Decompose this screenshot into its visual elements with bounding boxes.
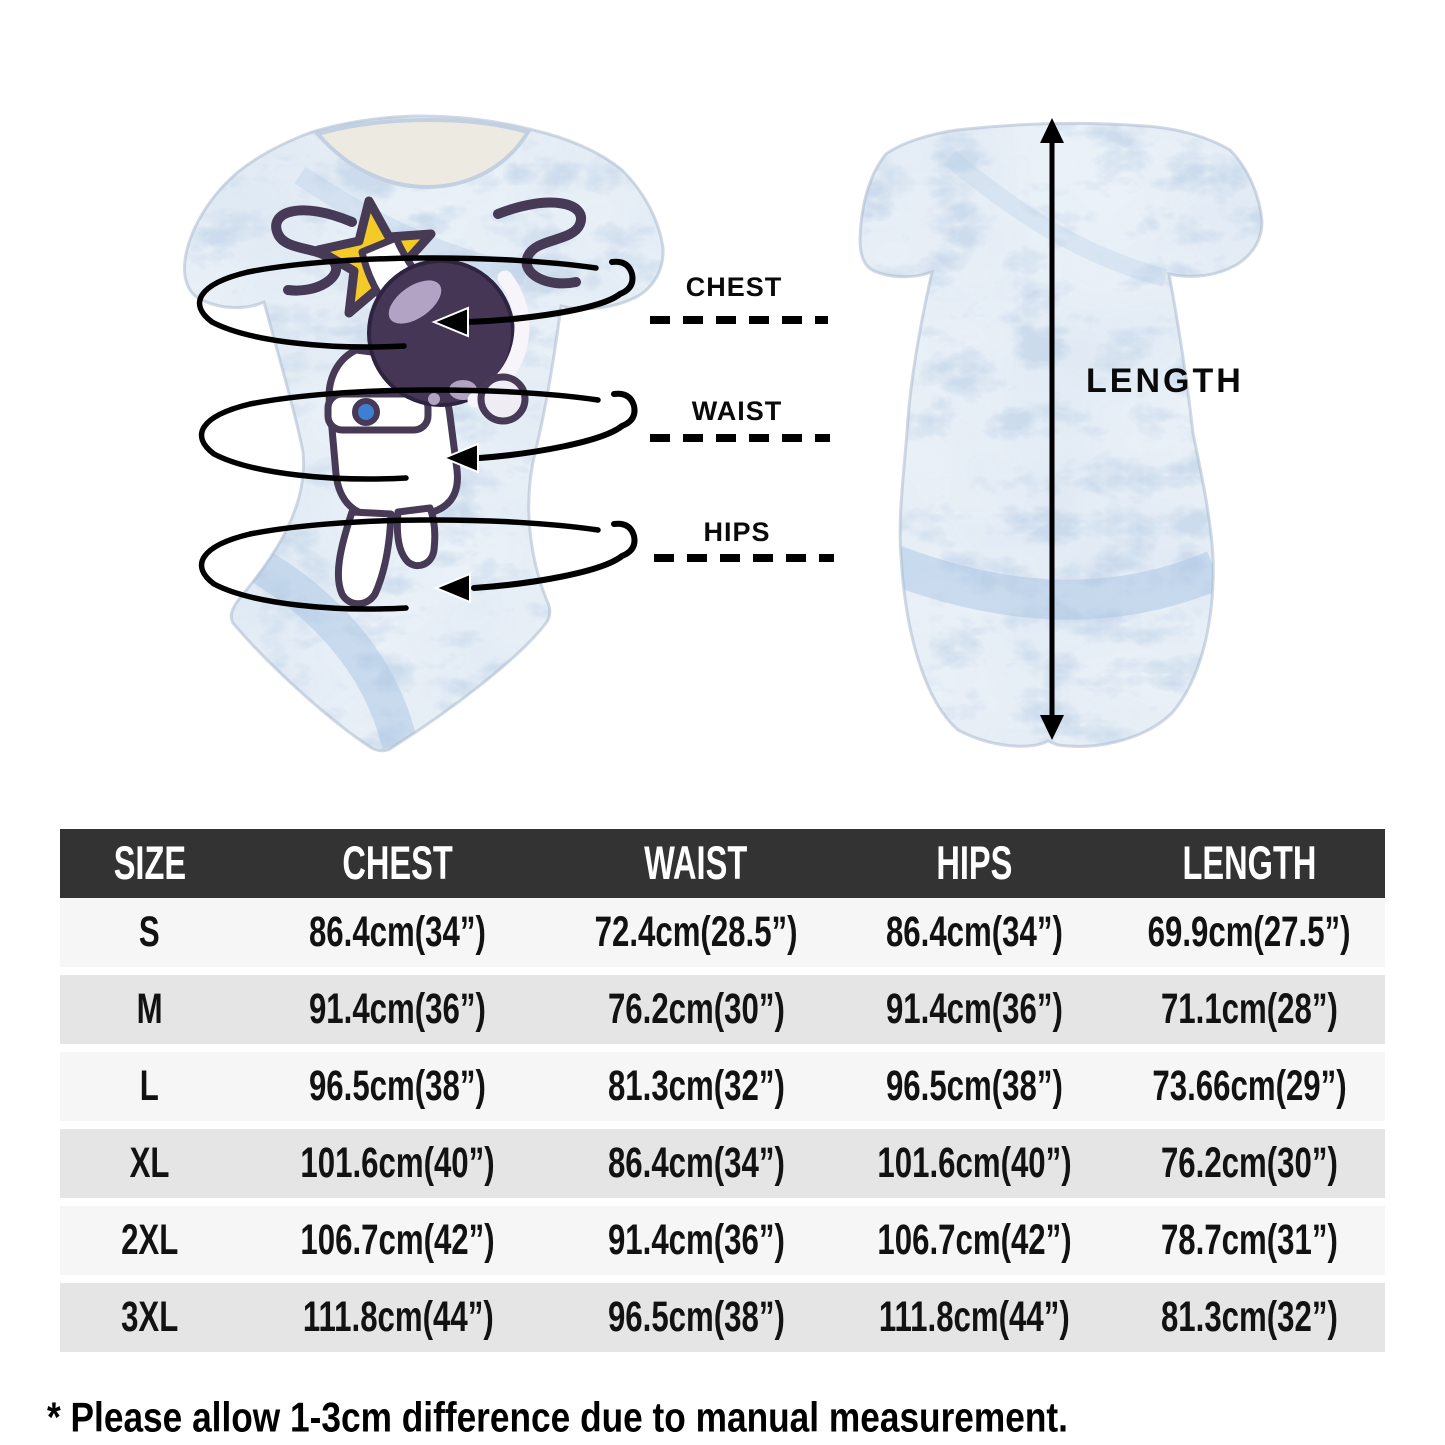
table-row-m: M 91.4cm(36”) 76.2cm(30”) 91.4cm(36”) 71… (60, 975, 1385, 1044)
cell-hips: 96.5cm(38”) (885, 1062, 1063, 1110)
measurement-footnote: * Please allow 1-3cm difference due to m… (47, 1394, 1234, 1441)
waist-arrow-curve (477, 390, 638, 461)
hips-arrow-curve (471, 520, 638, 591)
cell-chest: 101.6cm(40”) (300, 1139, 495, 1187)
table-row-l: L 96.5cm(38”) 81.3cm(32”) 96.5cm(38”) 73… (60, 1052, 1385, 1121)
cell-length: 76.2cm(30”) (1160, 1139, 1338, 1187)
hips-arrowhead-icon (433, 572, 471, 604)
cell-waist: 81.3cm(32”) (607, 1062, 785, 1110)
chest-arrow-curve (465, 258, 636, 325)
cell-waist: 96.5cm(38”) (607, 1293, 785, 1341)
cell-length: 81.3cm(32”) (1160, 1293, 1338, 1341)
header-size: SIZE (113, 836, 186, 890)
header-hips: HIPS (936, 836, 1013, 890)
waist-arrowhead-icon (441, 442, 479, 474)
length-arrowhead-top-icon (1040, 118, 1064, 143)
cell-length: 73.66cm(29”) (1152, 1062, 1347, 1110)
length-arrowhead-bottom-icon (1040, 715, 1064, 740)
waist-label: WAIST (692, 396, 783, 426)
cell-hips: 111.8cm(44”) (878, 1293, 1070, 1341)
cell-size: 2XL (120, 1216, 179, 1264)
header-length: LENGTH (1182, 836, 1317, 890)
cell-size: S (139, 908, 160, 956)
helmet-highlight (388, 280, 442, 324)
chest-loop-arc (196, 255, 599, 350)
cell-size: XL (129, 1139, 170, 1187)
helmet-earpiece (477, 373, 529, 425)
table-row-s: S 86.4cm(34”) 72.4cm(28.5”) 86.4cm(34”) … (60, 898, 1385, 967)
cell-chest: 96.5cm(38”) (309, 1062, 487, 1110)
cell-waist: 72.4cm(28.5”) (594, 908, 798, 956)
left-squiggle (271, 205, 357, 296)
table-row-2xl: 2XL 106.7cm(42”) 91.4cm(36”) 106.7cm(42”… (60, 1206, 1385, 1275)
cell-length: 71.1cm(28”) (1160, 985, 1338, 1033)
chest-measure-group: CHEST (196, 255, 828, 350)
cell-size: M (136, 985, 163, 1033)
length-label: LENGTH (1086, 362, 1244, 400)
cell-chest: 91.4cm(36”) (309, 985, 487, 1033)
chest-arrowhead-icon (431, 306, 469, 338)
cell-chest: 111.8cm(44”) (302, 1293, 494, 1341)
footnote-text: * Please allow 1-3cm difference due to m… (47, 1393, 1068, 1441)
astronaut-graphic (271, 196, 586, 608)
cell-length: 69.9cm(27.5”) (1147, 908, 1351, 956)
cell-hips: 86.4cm(34”) (885, 908, 1063, 956)
header-chest: CHEST (342, 836, 454, 890)
cell-waist: 91.4cm(36”) (607, 1216, 785, 1264)
size-table-body: S 86.4cm(34”) 72.4cm(28.5”) 86.4cm(34”) … (60, 898, 1385, 1352)
cell-size: L (139, 1062, 159, 1110)
size-table: SIZE CHEST WAIST HIPS LENGTH S 86.4cm(34… (60, 829, 1385, 1352)
size-table-header: SIZE CHEST WAIST HIPS LENGTH (60, 829, 1385, 898)
back-vein-band (887, 546, 1223, 620)
astronaut-leg-left (334, 508, 395, 608)
measurement-diagram: CHEST WAIST HIPS (183, 114, 1264, 753)
cell-waist: 86.4cm(34”) (607, 1139, 785, 1187)
right-squiggle (493, 197, 586, 289)
cell-hips: 106.7cm(42”) (877, 1216, 1072, 1264)
back-marble-veins (860, 123, 1262, 747)
cell-chest: 86.4cm(34”) (309, 908, 487, 956)
length-measure-group: LENGTH (1040, 118, 1244, 740)
cell-length: 78.7cm(31”) (1160, 1216, 1338, 1264)
cell-waist: 76.2cm(30”) (607, 985, 785, 1033)
table-row-3xl: 3XL 111.8cm(44”) 96.5cm(38”) 111.8cm(44”… (60, 1283, 1385, 1352)
hips-measure-group: HIPS (198, 517, 834, 612)
helmet-dot-small (428, 393, 440, 405)
cell-hips: 91.4cm(36”) (885, 985, 1063, 1033)
hips-loop-arc (198, 517, 601, 612)
chest-label: CHEST (686, 272, 783, 302)
belt-buckle (352, 398, 380, 426)
hips-label: HIPS (703, 517, 770, 547)
table-row-xl: XL 101.6cm(40”) 86.4cm(34”) 101.6cm(40”)… (60, 1129, 1385, 1198)
waist-measure-group: WAIST (198, 387, 830, 482)
astronaut-leg-right (393, 504, 439, 569)
waist-loop-arc (198, 387, 601, 482)
measure-annotations: CHEST WAIST HIPS (196, 118, 1244, 740)
diagram-svg: CHEST WAIST HIPS (183, 114, 1264, 753)
header-waist: WAIST (644, 836, 748, 890)
front-neck-opening (314, 117, 532, 190)
back-garment-image (858, 121, 1264, 748)
cell-size: 3XL (120, 1293, 179, 1341)
cell-hips: 101.6cm(40”) (877, 1139, 1072, 1187)
cell-chest: 106.7cm(42”) (300, 1216, 495, 1264)
front-vein-band (241, 544, 418, 750)
